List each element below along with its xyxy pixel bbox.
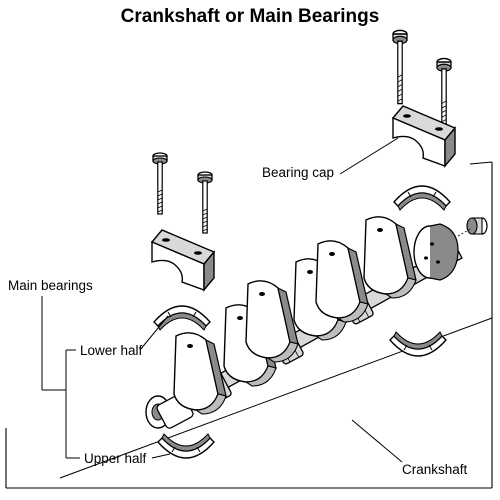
- bolt-1: [152, 152, 168, 215]
- label-lower-half: Lower half: [80, 343, 143, 358]
- bearing-shell-lower-left: [153, 305, 211, 331]
- bolt-2: [197, 171, 213, 234]
- label-crankshaft: Crankshaft: [402, 462, 468, 477]
- label-bearing-cap: Bearing cap: [262, 165, 335, 180]
- bearing-cap-left: [151, 229, 215, 291]
- crankshaft-part: [145, 216, 488, 429]
- leader-lines: [41, 137, 403, 463]
- bearing-shell-lower-right: [393, 185, 451, 211]
- label-upper-half: Upper half: [84, 451, 147, 466]
- bolt-3: [392, 29, 408, 105]
- label-main-bearings: Main bearings: [8, 278, 93, 293]
- diagram-title: Crankshaft or Main Bearings: [120, 6, 380, 27]
- bolt-4: [436, 57, 452, 130]
- frame-lines: [5, 161, 493, 489]
